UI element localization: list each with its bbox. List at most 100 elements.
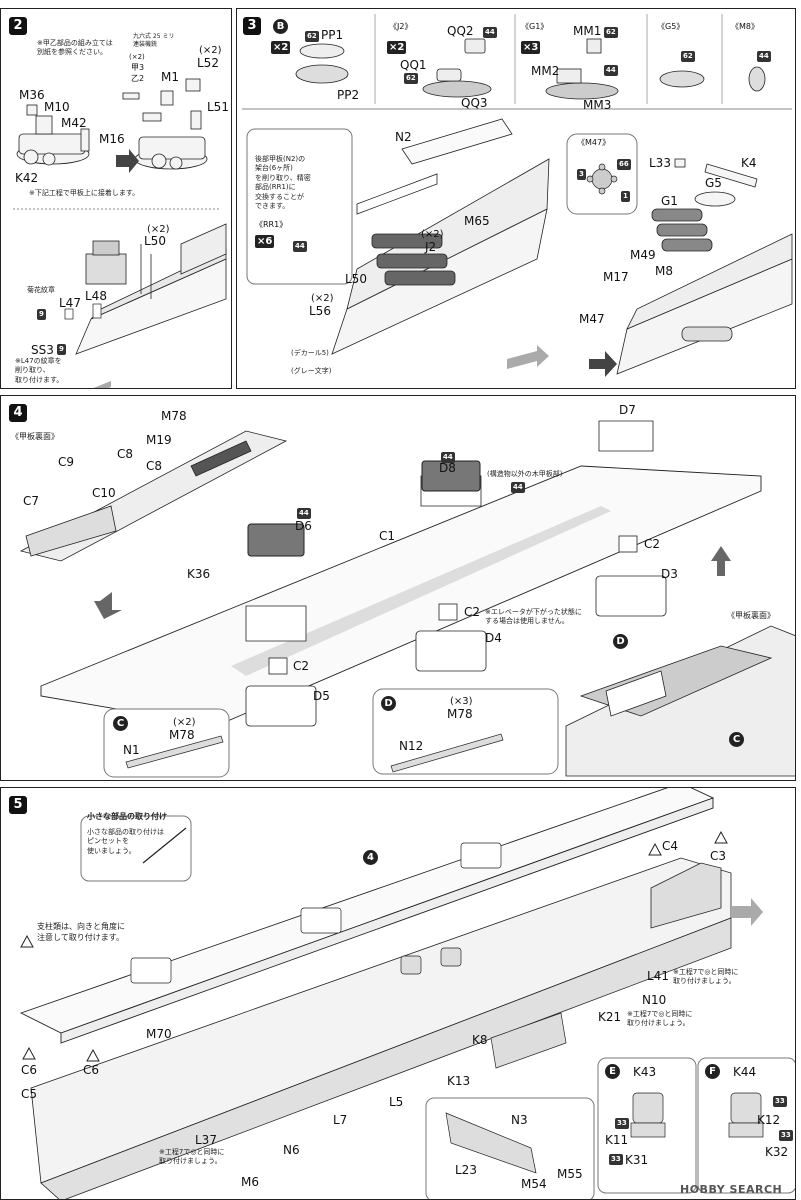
label-otsu2: 乙2: [131, 74, 145, 83]
step-2-drawing: [13, 78, 227, 388]
label-qq3: QQ3: [461, 96, 488, 110]
label-d3: D3: [661, 567, 678, 581]
label-l37: L37: [195, 1133, 217, 1147]
note-mid: ※下記工程で甲板上に接着します。: [29, 189, 140, 197]
note-l37: ※工程7で◎と同時に 取り付けましょう。: [159, 1148, 225, 1166]
label-n10: N10: [642, 993, 667, 1007]
label-m78-n12: M78: [447, 707, 473, 721]
underside-left: 《甲板裏面》: [11, 432, 59, 441]
m47-badge-3: 3: [577, 169, 586, 180]
circle-f: F: [705, 1064, 720, 1079]
step-5-drawing: [19, 788, 795, 1199]
label-j2: J2: [425, 240, 437, 254]
label-k11: K11: [605, 1133, 629, 1147]
count-m78-n1: (×2): [173, 717, 196, 728]
badge-e-1: 33: [615, 1118, 629, 1129]
label-l41: L41: [647, 969, 669, 983]
count-l56: (×2): [311, 293, 334, 304]
label-c3: C3: [710, 849, 727, 863]
badge-mm2: 44: [604, 65, 618, 76]
label-kou3: 甲3: [131, 63, 145, 72]
label-k43: K43: [633, 1065, 657, 1079]
note-top: ※甲乙部品の組み立ては 別紙を参照ください。: [37, 39, 113, 57]
label-k13: K13: [447, 1074, 471, 1088]
decal-note: (デカール5): [291, 349, 329, 357]
label-d5: D5: [313, 689, 330, 703]
badge-l47: 9: [37, 309, 46, 320]
label-m55: M55: [557, 1167, 583, 1181]
label-c7: C7: [23, 494, 40, 508]
count-j2: ×2: [387, 41, 407, 54]
label-d7: D7: [619, 403, 636, 417]
label-k8: K8: [472, 1033, 488, 1047]
badge-m8: 44: [757, 51, 771, 62]
label-m16: M16: [99, 132, 125, 146]
step-number: 4: [9, 404, 27, 422]
m47-badge-1: 1: [621, 191, 630, 202]
badge-e-2: 33: [609, 1154, 623, 1165]
label-k4: K4: [741, 156, 757, 170]
step-4-panel: 4: [0, 395, 796, 781]
label-m1: M1: [161, 70, 179, 84]
step-number: 3: [243, 17, 261, 35]
label-k44: K44: [733, 1065, 757, 1079]
label-n3: N3: [511, 1113, 528, 1127]
label-l47: L47: [59, 296, 81, 310]
badge-f-1: 33: [773, 1096, 787, 1107]
label-l52: L52: [197, 56, 219, 70]
label-m42: M42: [61, 116, 87, 130]
watermark: HOBBY SEARCH: [680, 1183, 783, 1196]
label-l56: L56: [309, 304, 331, 318]
label-m17: M17: [603, 270, 629, 284]
step-4-drawing: [19, 420, 795, 778]
note-gun: 九六式 25 ミリ 連装機銃: [133, 33, 175, 49]
label-l48: L48: [85, 289, 107, 303]
label-c8a: C8: [117, 447, 134, 461]
label-n6: N6: [283, 1143, 300, 1157]
tip-title: 小さな部品の取り付け: [87, 812, 167, 821]
label-d8: D8: [439, 461, 456, 475]
circle-c-n1: C: [113, 716, 128, 731]
title-m8: 《M8》: [731, 22, 759, 31]
m47-title: 《M47》: [577, 138, 611, 147]
circle-4: 4: [363, 850, 378, 865]
label-c9: C9: [58, 455, 75, 469]
label-qq1: QQ1: [400, 58, 427, 72]
count-g1: ×3: [521, 41, 541, 54]
label-k32: K32: [765, 1145, 789, 1159]
label-m47: M47: [579, 312, 605, 326]
label-l50: L50: [144, 234, 166, 248]
count-m78-n12: (×3): [450, 696, 473, 707]
label-k42: K42: [15, 171, 39, 185]
label-g5: G5: [705, 176, 722, 190]
step-3-drawing: [242, 14, 793, 377]
label-m78-top: M78: [161, 409, 187, 423]
note-l41: ※工程7で◎と同時に 取り付けましょう。: [673, 968, 739, 986]
step-number: 2: [9, 17, 27, 35]
count-x2: (×2): [129, 53, 145, 61]
circle-e: E: [605, 1064, 620, 1079]
label-pp2: PP2: [337, 88, 360, 102]
label-m49: M49: [630, 248, 656, 262]
badge-mm1: 62: [604, 27, 618, 38]
label-m78-n1: M78: [169, 728, 195, 742]
step-5-panel: 5: [0, 787, 796, 1200]
label-pp1: PP1: [321, 28, 344, 42]
m47-badge-66: 66: [617, 159, 631, 170]
label-n12: N12: [399, 739, 424, 753]
label-c6a: C6: [21, 1063, 38, 1077]
step-number: 5: [9, 796, 27, 814]
circle-d-n12: D: [381, 696, 396, 711]
note-k21: ※工程7で◎と同時に 取り付けましょう。: [627, 1010, 693, 1028]
label-m6: M6: [241, 1175, 259, 1189]
label-k21: K21: [598, 1010, 622, 1024]
label-l7: L7: [333, 1113, 348, 1127]
label-k12: K12: [757, 1113, 781, 1127]
badge-d6: 44: [297, 508, 311, 519]
note-l47: ※L47の紋章を 削り取り、 取り付けます。: [15, 357, 64, 384]
rr1-title: 《RR1》: [255, 220, 288, 229]
label-c1: C1: [379, 529, 396, 543]
label-k31: K31: [625, 1153, 649, 1167]
label-mm3: MM3: [583, 98, 612, 112]
count-b: ×2: [271, 41, 291, 54]
